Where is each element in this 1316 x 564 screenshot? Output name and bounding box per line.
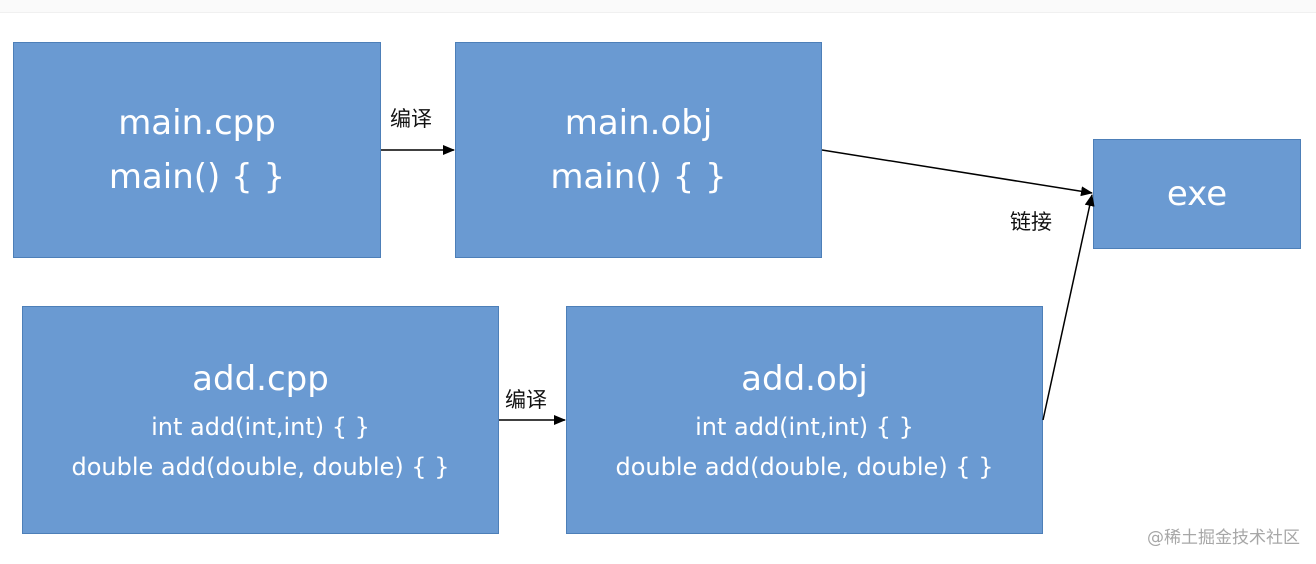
edge-label-link: 链接 [1010,210,1052,234]
node-add-obj: add.obj int add(int,int) { } double add(… [566,306,1043,534]
edge-label-compile: 编译 [390,107,432,131]
node-title: main.obj [564,103,713,143]
node-title: add.obj [741,359,868,399]
node-add-cpp: add.cpp int add(int,int) { } double add(… [22,306,499,534]
node-exe: exe [1093,139,1301,249]
node-line: int add(int,int) { } [151,413,370,441]
watermark: @稀土掘金技术社区 [1147,528,1300,548]
node-line: int add(int,int) { } [695,413,914,441]
node-title: add.cpp [192,359,329,399]
node-line: double add(double, double) { } [71,453,450,481]
node-title: main.cpp [118,103,276,143]
node-main-obj: main.obj main() { } [455,42,822,258]
node-main-cpp: main.cpp main() { } [13,42,381,258]
node-line: main() { } [108,157,286,197]
node-line: double add(double, double) { } [615,453,994,481]
arrow-link-main [821,149,1093,197]
edge-label-compile: 编译 [505,388,547,412]
node-line: main() { } [550,157,727,197]
top-strip [0,0,1316,13]
node-title: exe [1166,174,1228,214]
